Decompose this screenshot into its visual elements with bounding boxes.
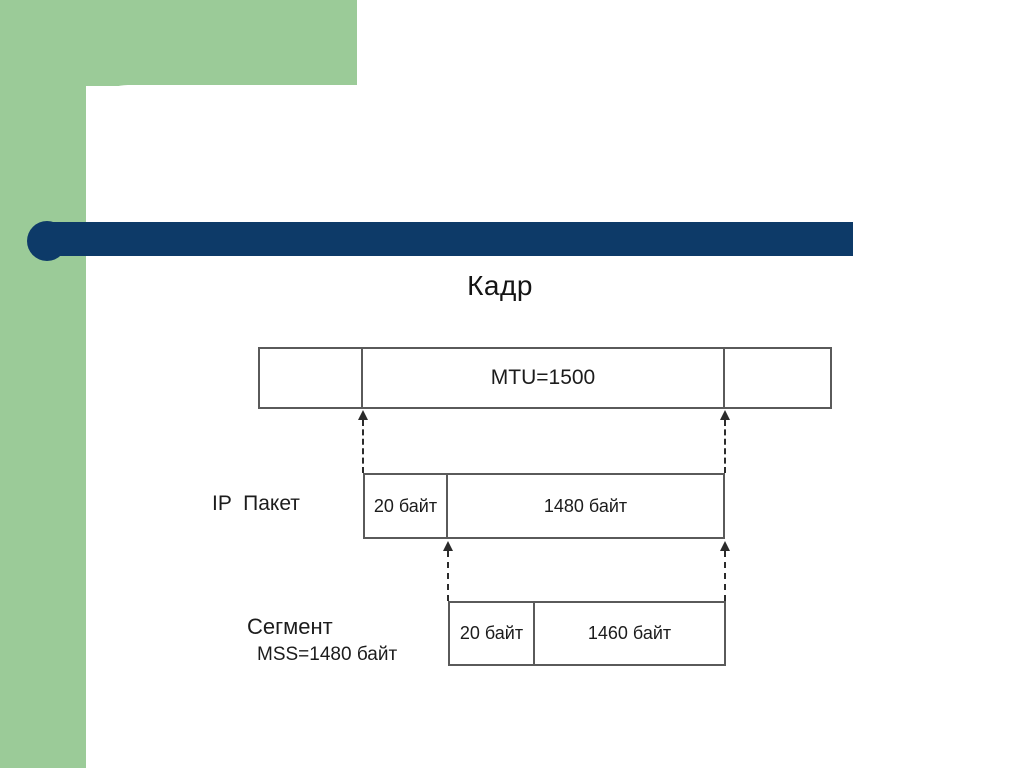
ip-payload-cell: 1480 байт — [543, 495, 628, 516]
segment-mss-label: MSS=1480 байт — [257, 644, 398, 665]
frame-trailer-cell — [725, 349, 830, 407]
arrow-up-icon — [720, 410, 730, 420]
arrow-up-icon — [720, 541, 730, 551]
segment-label: Сегмент — [247, 614, 333, 639]
ip-packet-box: 20 байт 1480 байт — [363, 473, 725, 539]
slide-title: Кадр — [467, 270, 533, 301]
frame-mtu-cell: MTU=1500 — [363, 349, 725, 407]
ip-packet-label: IP Пакет — [212, 492, 300, 515]
segment-payload-cell: 1460 байт — [587, 623, 672, 643]
dashed-connector — [362, 420, 364, 473]
dashed-connector — [447, 551, 449, 601]
segment-header-cell: 20 байт — [450, 603, 535, 664]
green-side-band — [0, 0, 86, 768]
ip-header-cell: 20 байт — [365, 475, 448, 537]
frame-box: MTU=1500 — [258, 347, 832, 409]
accent-bar — [47, 222, 853, 256]
arrow-up-icon — [443, 541, 453, 551]
dashed-connector — [724, 551, 726, 601]
arrow-up-icon — [358, 410, 368, 420]
segment-box: 20 байт 1460 байт — [448, 601, 726, 666]
frame-header-cell — [260, 349, 363, 407]
dashed-connector — [724, 420, 726, 473]
